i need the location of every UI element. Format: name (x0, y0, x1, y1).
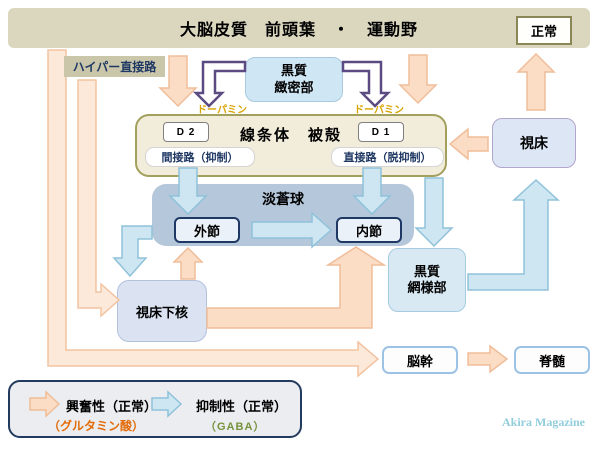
spinal-cord-label: 脊髄 (538, 353, 565, 369)
node-thalamus: 視床 (492, 118, 576, 168)
node-brainstem: 脳幹 (382, 346, 458, 374)
brainstem-label: 脳幹 (406, 353, 433, 369)
gp-internal-label: 内節 (355, 223, 382, 239)
node-spinal-cord: 脊髄 (514, 346, 590, 374)
node-gp-external: 外節 (174, 217, 240, 243)
status-normal-box: 正常 (516, 16, 572, 45)
receptor-d2-box: D 2 (163, 122, 209, 142)
node-gp-internal: 内節 (336, 217, 402, 243)
legend-gaba-label: （GABA） (205, 421, 266, 433)
globus-pallidus-title: 淡蒼球 (262, 191, 304, 207)
node-subthalamic-nucleus: 視床下核 (117, 280, 207, 342)
receptor-d1-box: D 1 (358, 122, 404, 142)
stn-label: 視床下核 (135, 304, 188, 320)
cortex-title: 大脳皮質 前頭葉 ・ 運動野 (179, 22, 418, 39)
thalamus-label: 視床 (520, 135, 548, 151)
status-normal-label: 正常 (530, 24, 557, 39)
node-substantia-nigra-reticulata: 黒質 網様部 (388, 248, 466, 312)
node-substantia-nigra-compacta: 黒質 緻密部 (245, 57, 343, 102)
legend-inhibitory-label: 抑制性（正常） (196, 399, 288, 414)
legend-excitatory-label: 興奮性（正常） (66, 399, 158, 414)
snc-label: 黒質 緻密部 (274, 63, 314, 95)
direct-pathway-label: 直接路（脱抑制） (331, 147, 444, 167)
gp-external-label: 外節 (193, 223, 220, 239)
credit-text: Akira Magazine (502, 415, 585, 429)
indirect-pathway-label: 間接路（抑制） (145, 147, 255, 167)
receptor-d1-label: D 1 (371, 126, 391, 138)
striatum-title: 線条体 被殻 (239, 126, 342, 144)
snr-label: 黒質 網様部 (407, 263, 447, 295)
receptor-d2-label: D 2 (176, 126, 196, 138)
legend-glutamate-label: （グルタミン酸） (48, 419, 145, 433)
cortex-banner: 大脳皮質 前頭葉 ・ 運動野 正常 (8, 8, 590, 48)
